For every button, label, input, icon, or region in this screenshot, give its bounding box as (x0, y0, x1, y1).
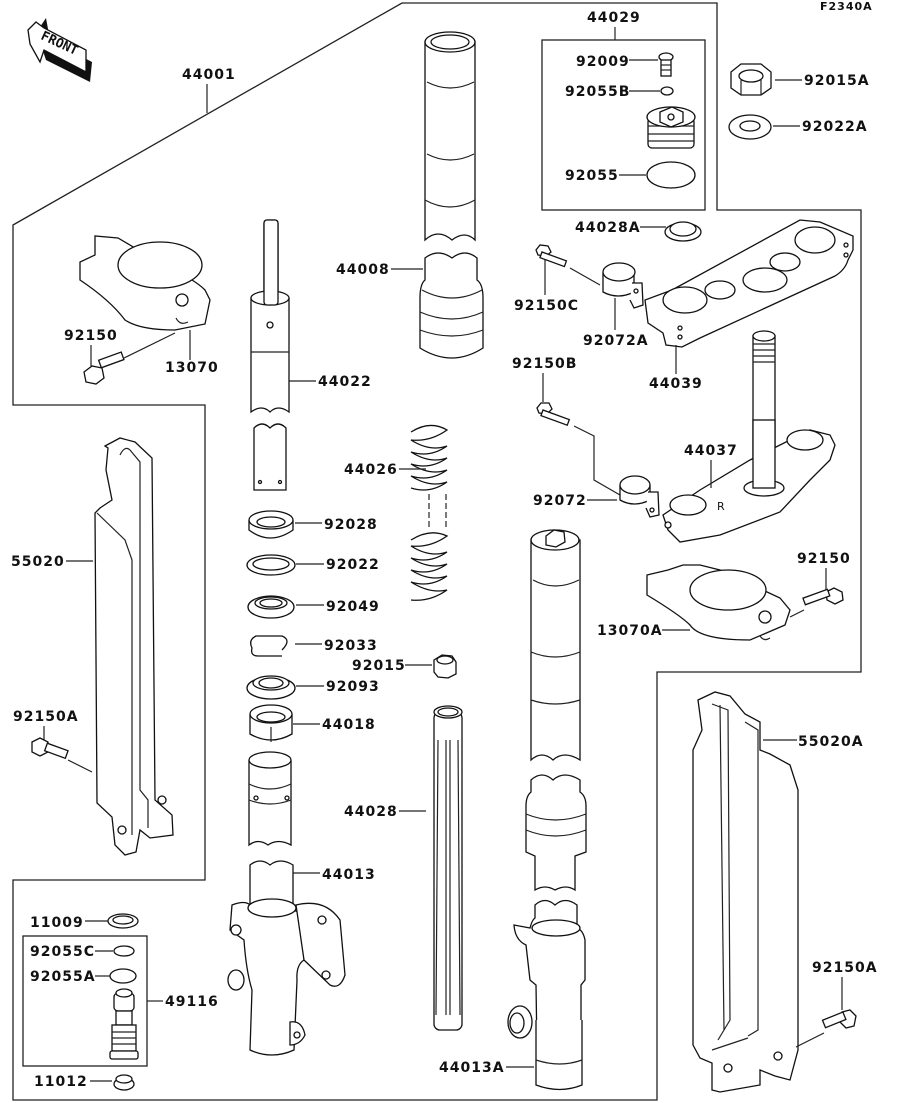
oil-seal-92049 (247, 595, 295, 619)
callout-55020A: 55020A (798, 734, 864, 750)
inner-tube-44008 (419, 31, 484, 359)
assembly-outline-44001 (12, 2, 862, 1101)
cap-11012 (113, 1074, 135, 1091)
callout-92150-left: 92150 (64, 328, 118, 344)
screw-92009 (658, 52, 674, 77)
callout-92150A-right: 92150A (812, 960, 878, 976)
callout-92150-right: 92150 (797, 551, 851, 567)
callout-44013: 44013 (322, 867, 376, 883)
callout-44026: 44026 (344, 462, 398, 478)
oring-92055 (646, 161, 696, 189)
callout-92049: 92049 (326, 599, 380, 615)
callout-13070: 13070 (165, 360, 219, 376)
callout-92022A: 92022A (802, 119, 868, 135)
gasket-11009 (107, 913, 139, 929)
callout-44018: 44018 (322, 717, 376, 733)
bolt-92150C (535, 244, 568, 268)
circlip-92033 (250, 635, 288, 657)
callout-92055B: 92055B (565, 84, 630, 100)
fork-guard-55020A (692, 691, 799, 1093)
svg-text:R: R (717, 500, 725, 513)
callout-44028A: 44028A (575, 220, 641, 236)
spacer-44028 (433, 705, 463, 1031)
front-arrow-icon: FRONT (27, 18, 92, 82)
callout-55020: 55020 (11, 554, 65, 570)
upper-bracket-44039 (644, 219, 854, 348)
nut-92015 (433, 654, 457, 679)
callout-44001: 44001 (182, 67, 236, 83)
holder-92072A (602, 262, 644, 309)
valve-49116 (109, 988, 139, 1060)
callout-44037: 44037 (684, 443, 738, 459)
washer-92022A (728, 114, 772, 140)
callout-44029: 44029 (587, 10, 641, 26)
callout-92055A: 92055A (30, 969, 96, 985)
fork-leg-44013A (507, 529, 587, 1091)
callout-92150C: 92150C (514, 298, 579, 314)
callout-11009: 11009 (30, 915, 84, 931)
callout-92150B: 92150B (512, 356, 577, 372)
fork-cap-bolt (646, 106, 696, 149)
nut-92015A (730, 63, 772, 96)
callout-44013A: 44013A (439, 1060, 505, 1076)
holder-92072 (619, 475, 660, 518)
bolt-92150A-right (821, 1009, 857, 1029)
spring-44026 (410, 424, 449, 601)
callout-92093: 92093 (326, 679, 380, 695)
lower-bracket-44037: R (662, 330, 836, 543)
fork-guard-55020 (94, 437, 174, 856)
slider-44013 (227, 751, 346, 1056)
callout-92072: 92072 (533, 493, 587, 509)
bolt-92150-left (83, 351, 125, 385)
damper-rod-44022 (250, 219, 290, 491)
dust-seal-92093 (246, 675, 296, 700)
bushing-44018 (249, 704, 293, 742)
oring-92055C (113, 945, 135, 957)
seal-44028A (664, 221, 702, 242)
callout-92055: 92055 (565, 168, 619, 184)
callout-92028: 92028 (324, 517, 378, 533)
callout-92015A: 92015A (804, 73, 870, 89)
callout-44028: 44028 (344, 804, 398, 820)
callout-92150A-left: 92150A (13, 709, 79, 725)
oring-92055A (109, 968, 137, 984)
clamp-13070A (646, 564, 791, 641)
callout-92015: 92015 (352, 658, 406, 674)
bolt-92150A-left (31, 737, 69, 760)
figure-code: F2340A (820, 0, 873, 13)
callout-44039: 44039 (649, 376, 703, 392)
callout-92022: 92022 (326, 557, 380, 573)
callout-13070A: 13070A (597, 623, 663, 639)
callout-49116: 49116 (165, 994, 219, 1010)
ring-92028 (248, 510, 294, 539)
oring-92055B (660, 86, 674, 96)
callout-92055C: 92055C (30, 944, 95, 960)
callout-44022: 44022 (318, 374, 372, 390)
callout-92033: 92033 (324, 638, 378, 654)
callout-44008: 44008 (336, 262, 390, 278)
callout-92009: 92009 (576, 54, 630, 70)
callout-92072A: 92072A (583, 333, 649, 349)
callout-11012: 11012 (34, 1074, 88, 1090)
subassembly-box-44029 (541, 39, 706, 211)
bolt-92150B (536, 402, 571, 427)
clamp-13070 (79, 235, 211, 331)
washer-92022 (246, 554, 296, 576)
bolt-92150-right (802, 587, 844, 606)
